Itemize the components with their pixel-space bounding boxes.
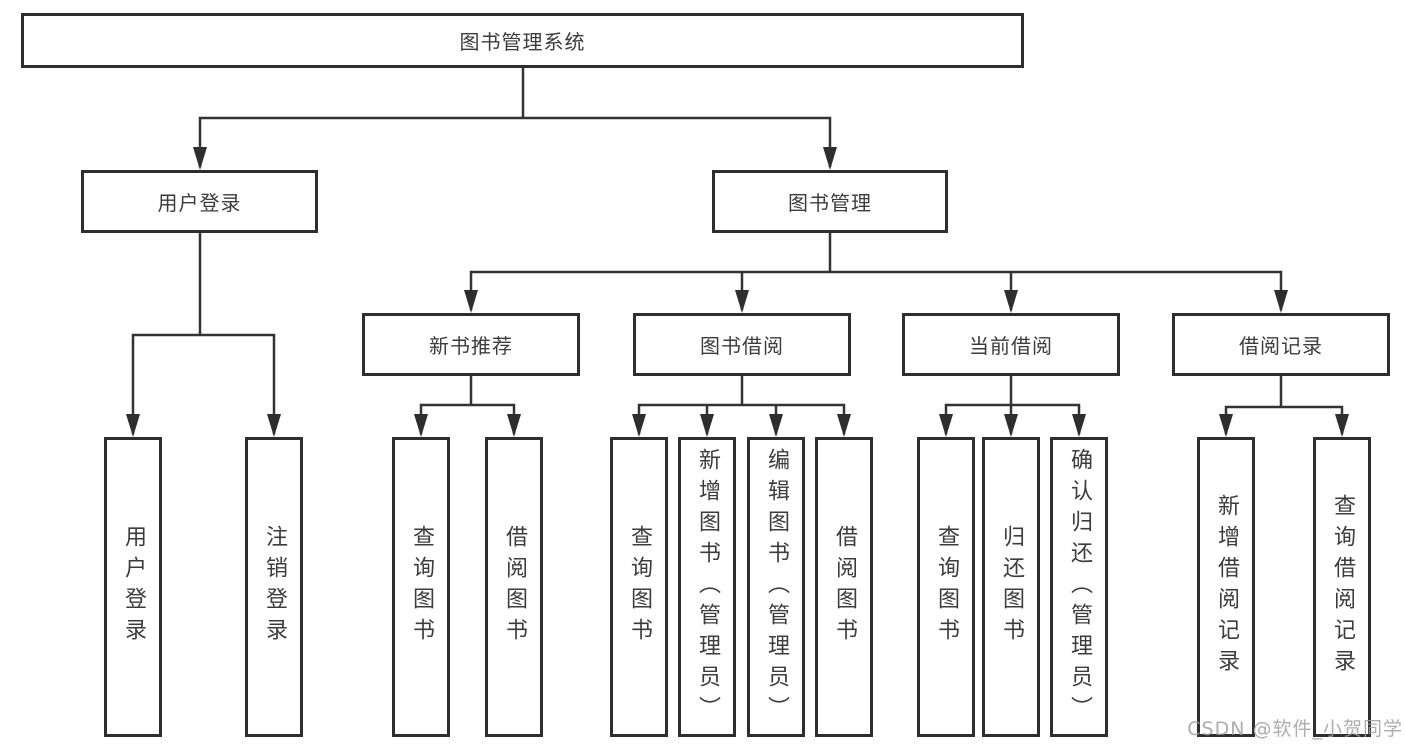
- arrow-down-icon: [1004, 414, 1018, 437]
- arrow-down-icon: [1274, 290, 1288, 313]
- arrow-down-icon: [823, 147, 837, 170]
- node-new-book-recommend: 新书推荐: [362, 313, 580, 376]
- arrow-down-icon: [939, 414, 953, 437]
- arrow-down-icon: [700, 414, 714, 437]
- leaf-edit-books-admin: 编辑图书（管理员）: [747, 437, 805, 737]
- arrow-down-icon: [1335, 414, 1349, 437]
- arrow-down-icon: [193, 147, 207, 170]
- arrow-down-icon: [1072, 414, 1086, 437]
- arrow-down-icon: [1219, 414, 1233, 437]
- leaf-borrow-books: 借阅图书: [815, 437, 873, 737]
- arrow-down-icon: [414, 414, 428, 437]
- arrow-down-icon: [1004, 290, 1018, 313]
- arrow-down-icon: [632, 414, 646, 437]
- arrow-down-icon: [464, 290, 478, 313]
- leaf-add-books-admin: 新增图书（管理员）: [678, 437, 736, 737]
- arrow-down-icon: [837, 414, 851, 437]
- leaf-add-borrow-record: 新增借阅记录: [1197, 437, 1255, 737]
- node-book-borrow: 图书借阅: [633, 313, 851, 376]
- arrow-down-icon: [267, 414, 281, 437]
- leaf-confirm-return-admin: 确认归还（管理员）: [1050, 437, 1108, 737]
- csdn-watermark: CSDN @软件_小贺同学: [1187, 718, 1403, 740]
- node-book-management: 图书管理: [712, 170, 948, 233]
- arrow-down-icon: [507, 414, 521, 437]
- node-user-login: 用户登录: [81, 170, 318, 233]
- leaf-query-books-recommend: 查询图书: [392, 437, 450, 737]
- connector-segments: [131, 66, 1344, 435]
- node-current-borrow: 当前借阅: [902, 313, 1120, 376]
- leaf-borrow-books-recommend: 借阅图书: [485, 437, 543, 737]
- node-library-management-system: 图书管理系统: [21, 13, 1024, 68]
- leaf-query-books-current: 查询图书: [917, 437, 975, 737]
- node-borrow-record: 借阅记录: [1172, 313, 1390, 376]
- arrow-down-icon: [126, 414, 140, 437]
- leaf-logout: 注销登录: [245, 437, 303, 737]
- leaf-user-login: 用户登录: [104, 437, 162, 737]
- leaf-return-books: 归还图书: [982, 437, 1040, 737]
- leaf-query-books-borrow: 查询图书: [610, 437, 668, 737]
- arrow-down-icon: [735, 290, 749, 313]
- leaf-query-borrow-record: 查询借阅记录: [1313, 437, 1371, 737]
- arrow-down-icon: [769, 414, 783, 437]
